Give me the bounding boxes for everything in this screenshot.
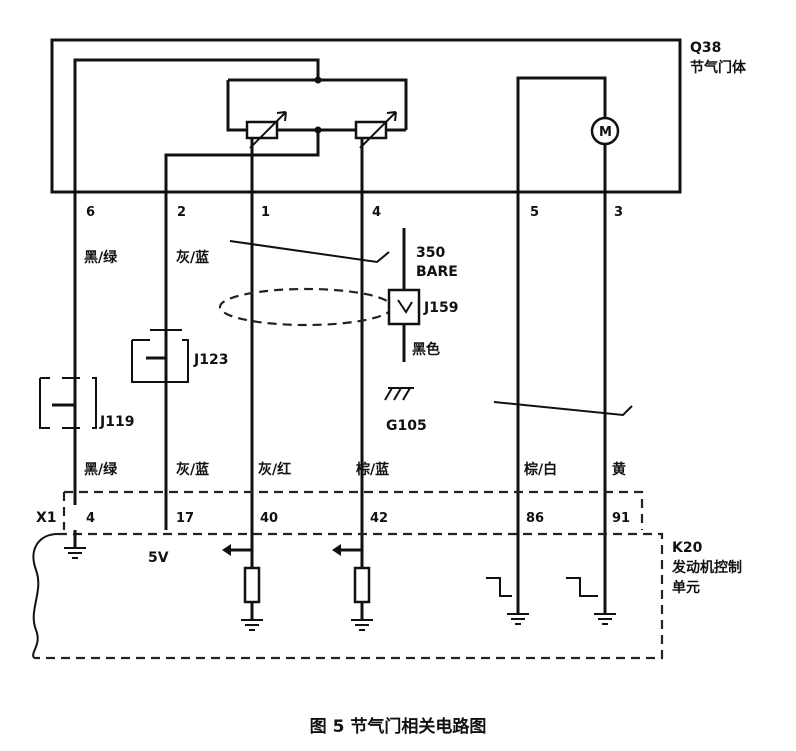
drain-wire-color-below: 黑色 (412, 341, 440, 358)
potentiometer-1 (245, 120, 279, 140)
wire-color-label: 灰/蓝 (176, 249, 209, 266)
voltage-ref-label: 5V (148, 550, 169, 566)
pin-label-4: 4 (372, 205, 381, 220)
ecu-pin-42: 42 (370, 511, 388, 526)
figure-caption: 图 5 节气门相关电路图 (310, 716, 487, 737)
splice-J123-box (131, 329, 189, 383)
wire-pin5 (516, 76, 607, 605)
ecu-id: K20 (672, 540, 703, 556)
ecu-pin-40: 40 (260, 511, 278, 526)
ecu-pin-91: 91 (612, 511, 630, 526)
sensor-supply-loop (228, 78, 408, 130)
arrow-icon (332, 544, 341, 556)
resistor-icon (353, 566, 371, 604)
drain-wire-color: BARE (416, 264, 458, 280)
splice-J123: J123 (193, 352, 228, 368)
ecu-pin-86: 86 (526, 511, 544, 526)
potentiometer-arrow (249, 111, 287, 149)
pin-label-3: 3 (614, 205, 623, 220)
pin-label-6: 6 (86, 205, 95, 220)
wire-color-label: 棕/白 (523, 461, 557, 478)
break-line (493, 401, 633, 417)
wire-color-label: 灰/蓝 (176, 461, 209, 478)
splice-J119: J119 (99, 414, 134, 430)
ground-icon (64, 547, 86, 559)
ground-icon (507, 613, 529, 625)
pin-label-1: 1 (261, 205, 270, 220)
wire-color-label: 棕/蓝 (355, 461, 389, 478)
ecu-K20-outline (34, 532, 664, 660)
pin-label-2: 2 (177, 205, 186, 220)
sensor-supply-loop-left (226, 80, 247, 132)
potentiometer-arrow (359, 111, 397, 149)
ecu-name-line2: 单元 (672, 579, 700, 596)
arrow-icon (222, 544, 231, 556)
ground-icon (241, 619, 263, 631)
ground-G105: G105 (386, 418, 427, 434)
wire-color-label: 灰/红 (258, 461, 291, 478)
ecu-name-line1: 发动机控制 (671, 559, 742, 576)
splice-J119-box (39, 377, 97, 429)
ground-icon (594, 613, 616, 625)
component-name: 节气门体 (690, 59, 747, 76)
motor-symbol: M (599, 125, 612, 140)
ecu-pin-17: 17 (176, 511, 194, 526)
splice-J159: J159 (423, 300, 458, 316)
splice-mark (397, 299, 413, 314)
ground-icon (351, 619, 373, 631)
driver-switch-icon (566, 577, 598, 597)
throttle-body-box (50, 38, 682, 194)
wire-pin6 (73, 58, 320, 505)
drain-wire-gauge: 350 (416, 245, 445, 261)
break-line (229, 240, 390, 264)
wire-color-label: 黑/绿 (84, 249, 118, 266)
component-id: Q38 (690, 40, 721, 56)
connector-id: X1 (36, 510, 57, 526)
wire-color-label: 黄 (612, 461, 626, 478)
resistor-icon (243, 566, 261, 604)
driver-switch-icon (486, 577, 512, 597)
shield-ellipse (218, 287, 394, 327)
connector-X1-outline (62, 490, 644, 530)
ecu-break-edge (32, 533, 59, 659)
ecu-pin-4: 4 (86, 511, 95, 526)
splice-J159-box (387, 288, 421, 326)
wire-pin2 (164, 130, 320, 530)
pin-label-5: 5 (530, 205, 539, 220)
chassis-ground-icon (384, 387, 414, 401)
wire-color-label: 黑/绿 (84, 461, 118, 478)
